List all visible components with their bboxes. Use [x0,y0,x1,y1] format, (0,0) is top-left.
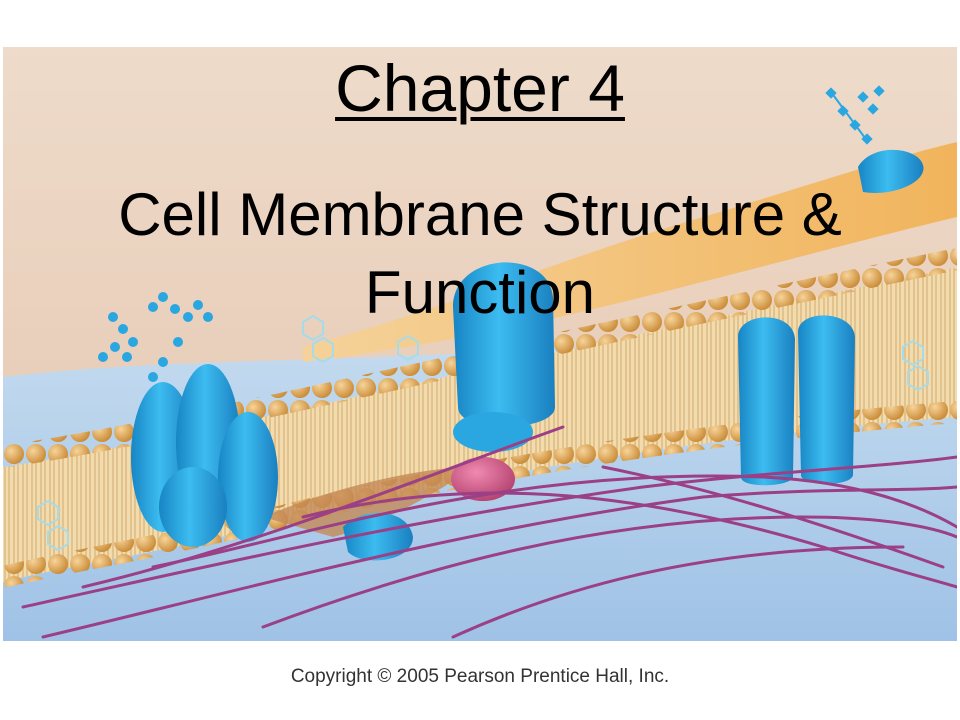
slide-subtitle: Cell Membrane Structure & Function [118,181,842,326]
chapter-heading: Chapter 4 [0,52,960,124]
channel-protein-right [738,315,855,486]
transport-protein-left [131,364,278,547]
peripheral-protein-lower [343,513,413,561]
channel-protein-center [451,262,555,501]
cholesterol [37,314,929,552]
copyright-notice: Copyright © 2005 Pearson Prentice Hall, … [290,666,670,687]
peripheral-protein [451,457,515,501]
carbohydrate-chain [98,292,213,382]
cell-membrane-illustration [3,47,957,641]
chapter-title: Chapter 4 [335,51,625,125]
cytoskeleton-fibers [21,425,957,639]
